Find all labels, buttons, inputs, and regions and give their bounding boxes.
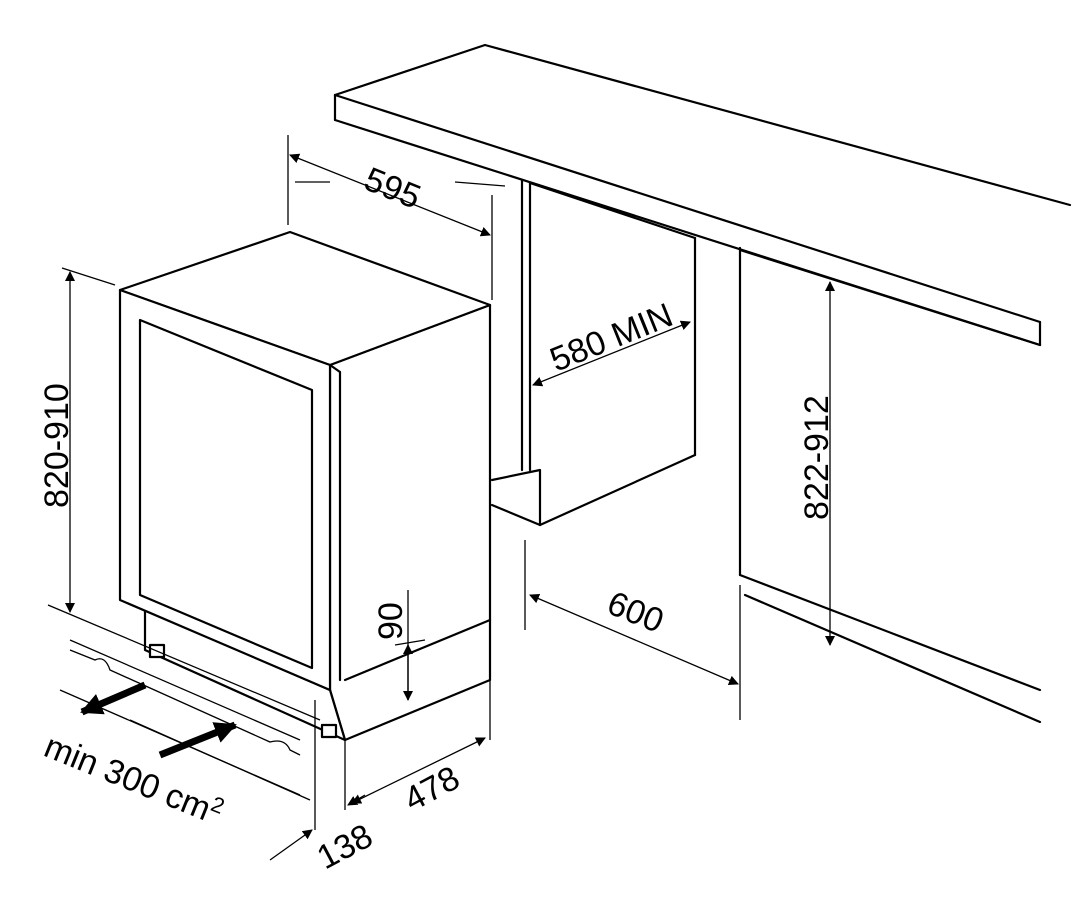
door-depth-label: 138 [311, 817, 379, 877]
niche-height-label: 822-912 [798, 395, 836, 520]
dimension-plinth: 90 [372, 590, 426, 701]
dimension-cabinet-depth: 600 [529, 584, 739, 686]
width-label: 595 [359, 160, 426, 216]
plinth-label: 90 [372, 602, 410, 640]
appliance [118, 230, 492, 742]
air-in-arrow [158, 721, 237, 759]
dimension-niche-height: 822-912 [798, 281, 836, 646]
niche-depth-label: 580 MIN [545, 296, 678, 379]
height-label: 820-910 [38, 383, 76, 508]
depth-label: 478 [398, 759, 466, 819]
dimension-niche-depth: 580 MIN [532, 296, 691, 387]
dimension-height: 820-910 [38, 267, 116, 613]
cabinet-depth-label: 600 [602, 584, 669, 640]
vent-grille [47, 604, 321, 801]
niche [490, 178, 697, 630]
air-out-arrow [80, 681, 147, 716]
right-cabinet [738, 246, 1042, 724]
